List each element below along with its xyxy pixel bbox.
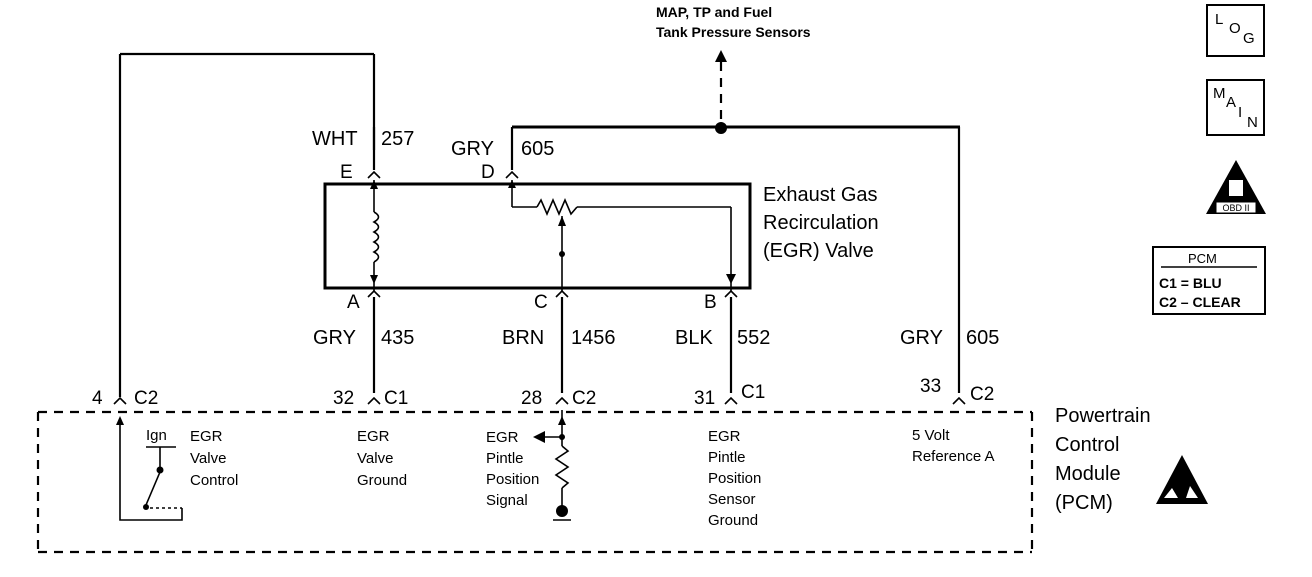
pintle-ground-line1: EGR xyxy=(708,428,741,445)
pin-b-label: B xyxy=(704,292,717,313)
wire-brn-color: BRN xyxy=(502,327,544,349)
svg-text:OBD II: OBD II xyxy=(1222,203,1249,213)
pin-d-label: D xyxy=(481,162,495,183)
sensors-label-line2: Tank Pressure Sensors xyxy=(656,24,811,40)
ignition-switch-icon xyxy=(116,416,183,521)
valve-control-line2: Valve xyxy=(190,450,226,467)
pintle-ground-line3: Position xyxy=(708,470,761,487)
valve-control-line1: EGR xyxy=(190,428,223,445)
wire-gry-d-circuit: 605 xyxy=(521,138,554,160)
connector-legend: PCM C1 = BLU C2 – CLEAR xyxy=(1152,246,1266,315)
wire-605 xyxy=(510,122,961,393)
svg-text:I: I xyxy=(1238,104,1242,121)
pcm-pin-31-number: 31 xyxy=(694,388,715,409)
svg-text:L: L xyxy=(1215,11,1223,28)
svg-text:A: A xyxy=(1226,94,1236,111)
wire-257 xyxy=(118,52,376,397)
pintle-ground-line2: Pintle xyxy=(708,449,746,466)
pcm-pin-32-number: 32 xyxy=(333,388,354,409)
pintle-ground-line4: Sensor xyxy=(708,491,756,508)
pcm-pin-28-number: 28 xyxy=(521,388,542,409)
wire-gry-ref-circuit: 605 xyxy=(966,327,999,349)
wire-gry-a-circuit: 435 xyxy=(381,327,414,349)
egr-valve-name-line1: Exhaust Gas xyxy=(763,184,878,206)
obd-ii-icon[interactable]: OBD II xyxy=(1206,160,1266,214)
pcm-pin-31-connector: C1 xyxy=(741,382,765,403)
pcm-name-line1: Powertrain xyxy=(1055,405,1151,427)
pcm-box xyxy=(36,410,1034,554)
valve-ground-line2: Valve xyxy=(357,450,393,467)
pcm-name-line4: (PCM) xyxy=(1055,492,1113,514)
legend-c1: C1 = BLU xyxy=(1159,275,1222,291)
sensors-label-line1: MAP, TP and Fuel xyxy=(656,4,772,20)
pin-c-label: C xyxy=(534,292,548,313)
pcm-pin-33-number: 33 xyxy=(920,376,941,397)
legend-title: PCM xyxy=(1188,251,1217,266)
position-sensor-potentiometer-icon xyxy=(508,180,736,292)
signal-resistor-ground-icon xyxy=(533,410,571,521)
pcm-name-line3: Module xyxy=(1055,463,1121,485)
reference-line2: Reference A xyxy=(912,448,995,465)
pin-a-label: A xyxy=(347,292,360,313)
valve-ground-line1: EGR xyxy=(357,428,390,445)
log-icon[interactable]: L O G xyxy=(1206,4,1265,57)
egr-valve-box xyxy=(323,182,752,290)
egr-valve-name-line2: Recirculation xyxy=(763,212,879,234)
valve-control-line3: Control xyxy=(190,472,238,489)
wire-wht-circuit: 257 xyxy=(381,128,414,150)
legend-c2: C2 – CLEAR xyxy=(1159,294,1241,310)
egr-valve-name-line3: (EGR) Valve xyxy=(763,240,874,262)
wire-brn-circuit: 1456 xyxy=(571,327,616,349)
svg-text:O: O xyxy=(1229,20,1241,37)
pin-e-label: E xyxy=(340,162,353,183)
svg-text:G: G xyxy=(1243,30,1255,47)
valve-ground-line3: Ground xyxy=(357,472,407,489)
splice-dot-icon xyxy=(715,122,727,134)
pcm-name-line2: Control xyxy=(1055,434,1119,456)
pintle-signal-line4: Signal xyxy=(486,492,528,509)
pcm-pin-4-number: 4 xyxy=(92,388,103,409)
pintle-signal-line3: Position xyxy=(486,471,539,488)
sensors-arrow-icon xyxy=(715,50,727,122)
pcm-pin-33-connector: C2 xyxy=(970,384,994,405)
svg-text:M: M xyxy=(1213,85,1226,102)
pintle-signal-line1: EGR xyxy=(486,429,519,446)
pcm-pin-32-connector: C1 xyxy=(384,388,408,409)
reference-line1: 5 Volt xyxy=(912,427,950,444)
pintle-signal-line2: Pintle xyxy=(486,450,524,467)
esd-warning-icon xyxy=(1156,455,1208,504)
main-icon[interactable]: M A I N xyxy=(1206,79,1265,136)
wire-gry-a-color: GRY xyxy=(313,327,356,349)
pcm-pin-4-connector: C2 xyxy=(134,388,158,409)
ign-label: Ign xyxy=(146,427,167,444)
wire-blk-color: BLK xyxy=(675,327,713,349)
svg-text:N: N xyxy=(1247,114,1258,131)
pintle-ground-line5: Ground xyxy=(708,512,758,529)
solenoid-coil-icon xyxy=(370,180,380,292)
connector-chevrons-icon xyxy=(367,170,738,298)
pcm-pin-28-connector: C2 xyxy=(572,388,596,409)
wire-gry-ref-color: GRY xyxy=(900,327,943,349)
wire-blk-circuit: 552 xyxy=(737,327,770,349)
pcm-pin-chevrons-icon xyxy=(113,396,966,405)
wire-wht-color: WHT xyxy=(312,128,358,150)
wire-gry-d-color: GRY xyxy=(451,138,494,160)
